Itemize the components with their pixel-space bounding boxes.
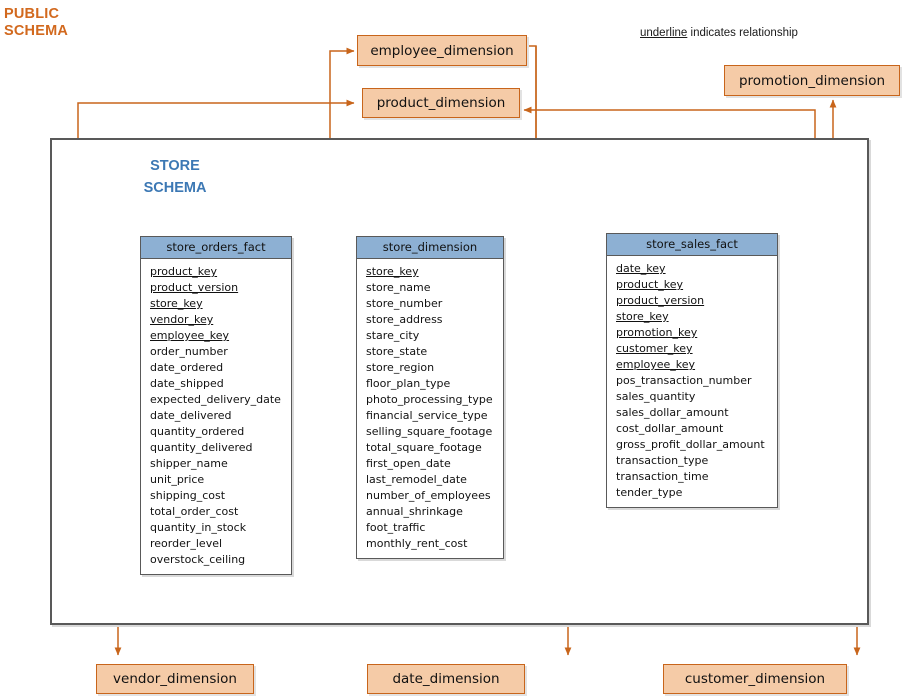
dimension-promotion[interactable]: promotion_dimension [724,65,900,96]
column-list: date_key product_key product_version sto… [607,256,777,507]
column-row: unit_price [150,473,205,486]
column-row: photo_processing_type [366,393,493,406]
column-row: foot_traffic [366,521,426,534]
dimension-vendor[interactable]: vendor_dimension [96,664,254,694]
column-row: store_number [366,297,443,310]
column-row: total_square_footage [366,441,482,454]
column-row: employee_key [150,329,230,342]
public-schema-label: PUBLIC SCHEMA [4,6,68,40]
column-row: last_remodel_date [366,473,467,486]
column-row: date_delivered [150,409,232,422]
column-row: number_of_employees [366,489,491,502]
column-row: annual_shrinkage [366,505,463,518]
column-list: product_key product_version store_key ve… [141,259,291,574]
store-schema-title-line2: SCHEMA [143,180,207,196]
dimension-product[interactable]: product_dimension [362,88,520,118]
table-store-dimension[interactable]: store_dimension store_key store_name sto… [356,236,504,559]
dimension-employee[interactable]: employee_dimension [357,35,527,66]
column-row: tender_type [616,486,683,499]
column-row: reorder_level [150,537,223,550]
dimension-date[interactable]: date_dimension [367,664,525,694]
column-row: expected_delivery_date [150,393,281,406]
dimension-label: date_dimension [392,671,500,687]
public-schema-label-line2: SCHEMA [4,23,69,39]
column-row: vendor_key [150,313,214,326]
legend-underline-word: underline [640,27,688,39]
column-row: first_open_date [366,457,451,470]
table-title: store_sales_fact [607,234,777,256]
store-schema-title-line1: STORE [150,158,200,174]
column-row: shipper_name [150,457,228,470]
column-row: financial_service_type [366,409,488,422]
column-row: floor_plan_type [366,377,451,390]
public-schema-label-line1: PUBLIC [4,6,60,22]
column-row: selling_square_footage [366,425,493,438]
store-schema-title: STORE SCHEMA [120,155,230,199]
column-row: date_key [616,262,666,275]
column-row: quantity_ordered [150,425,245,438]
column-row: store_state [366,345,428,358]
column-row: product_version [616,294,705,307]
column-row: date_ordered [150,361,224,374]
table-title: store_dimension [357,237,503,259]
dimension-label: product_dimension [376,95,506,111]
column-row: monthly_rent_cost [366,537,468,550]
table-store-orders-fact[interactable]: store_orders_fact product_key product_ve… [140,236,292,575]
legend-text: indicates relationship [687,27,798,39]
column-row: store_key [150,297,203,310]
column-row: order_number [150,345,228,358]
column-row: product_key [616,278,684,291]
dimension-label: vendor_dimension [113,671,237,687]
column-row: date_shipped [150,377,224,390]
column-row: quantity_delivered [150,441,253,454]
column-row: customer_key [616,342,693,355]
column-row: store_region [366,361,435,374]
column-row: product_key [150,265,218,278]
column-row: promotion_key [616,326,698,339]
dimension-label: promotion_dimension [738,72,886,89]
column-row: transaction_time [616,470,709,483]
table-title: store_orders_fact [141,237,291,259]
column-row: product_version [150,281,239,294]
column-row: total_order_cost [150,505,239,518]
table-store-sales-fact[interactable]: store_sales_fact date_key product_key pr… [606,233,778,508]
column-row: gross_profit_dollar_amount [616,438,765,451]
column-row: overstock_ceiling [150,553,246,566]
column-row: store_key [616,310,669,323]
column-row: stare_city [366,329,420,342]
column-row: sales_dollar_amount [616,406,729,419]
column-row: store_key [366,265,419,278]
column-row: store_address [366,313,443,326]
column-row: shipping_cost [150,489,226,502]
column-row: cost_dollar_amount [616,422,724,435]
column-row: employee_key [616,358,696,371]
column-row: quantity_in_stock [150,521,247,534]
column-row: store_name [366,281,431,294]
legend: underline indicates relationship [640,27,798,39]
dimension-label: customer_dimension [684,671,826,687]
column-row: sales_quantity [616,390,696,403]
column-row: transaction_type [616,454,709,467]
column-list: store_key store_name store_number store_… [357,259,503,558]
column-row: pos_transaction_number [616,374,752,387]
dimension-customer[interactable]: customer_dimension [663,664,847,694]
dimension-label: employee_dimension [370,42,514,59]
